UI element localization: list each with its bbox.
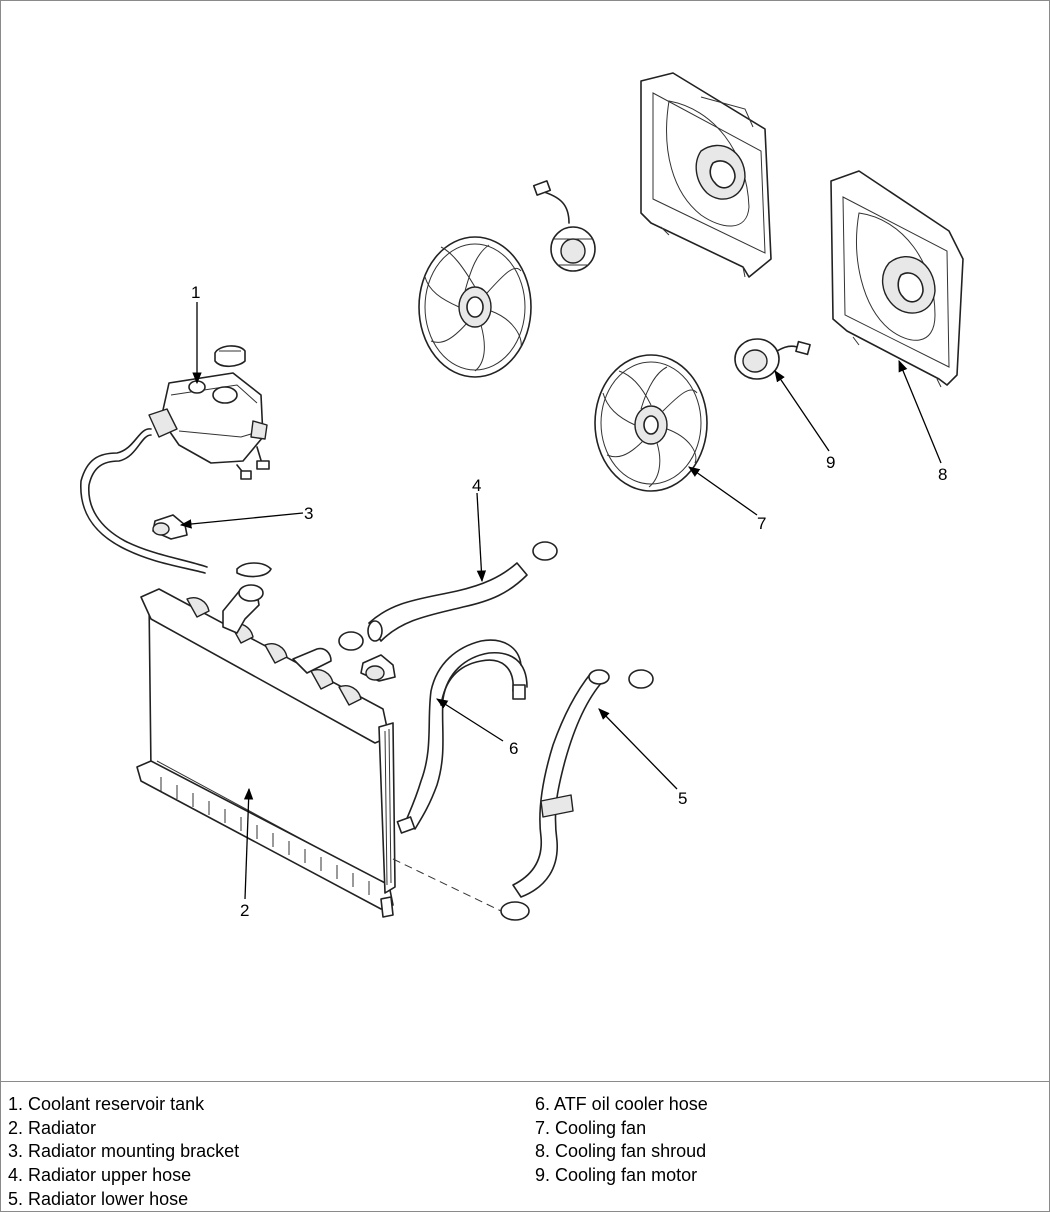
cooling-fan-upper <box>418 236 532 378</box>
fan-shroud-right <box>830 170 964 388</box>
radiator-lower-hose <box>512 669 610 898</box>
fan-shroud-upper <box>640 72 772 278</box>
atf-oil-cooler-hose <box>396 639 528 834</box>
callout-4: 4 <box>472 476 481 495</box>
callout-2: 2 <box>240 901 249 920</box>
callout-6: 6 <box>509 739 518 758</box>
legend-column-right: 6. ATF oil cooler hose 7. Cooling fan 8.… <box>535 1093 708 1188</box>
parts-legend: 1. Coolant reservoir tank 2. Radiator 3.… <box>0 1093 1050 1211</box>
legend-item: 3. Radiator mounting bracket <box>8 1141 240 1162</box>
mounting-bracket-lower <box>360 654 396 682</box>
radiator-upper-hose <box>367 562 528 642</box>
leader-lines <box>179 302 942 900</box>
fan-motor-9 <box>734 338 811 380</box>
callout-1: 1 <box>191 283 200 302</box>
legend-item: 6. ATF oil cooler hose <box>535 1094 708 1114</box>
mounting-bracket-upper <box>152 514 188 540</box>
alignment-line <box>392 858 502 912</box>
callout-9: 9 <box>826 453 835 472</box>
exploded-view-drawing: 1 2 3 4 5 6 7 8 9 <box>80 72 964 921</box>
legend-divider <box>1 1081 1049 1082</box>
legend-item: 4. Radiator upper hose <box>8 1165 192 1186</box>
coolant-reservoir-tank <box>80 345 270 574</box>
callout-7: 7 <box>757 514 766 533</box>
callout-3: 3 <box>304 504 313 523</box>
legend-item: 5. Radiator lower hose <box>8 1188 189 1209</box>
legend-item: 9. Cooling fan motor <box>535 1165 698 1186</box>
callout-8: 8 <box>938 465 947 484</box>
cooling-fan-7 <box>594 354 708 492</box>
legend-item: 7. Cooling fan <box>535 1117 647 1138</box>
legend-column-left: 1. Coolant reservoir tank 2. Radiator 3.… <box>8 1093 239 1212</box>
radiator <box>136 562 396 918</box>
fan-motor-upper <box>532 180 596 272</box>
legend-item: 1. Coolant reservoir tank <box>8 1094 205 1114</box>
legend-item: 2. Radiator <box>8 1117 97 1138</box>
callout-5: 5 <box>678 789 687 808</box>
legend-item: 8. Cooling fan shroud <box>535 1141 707 1162</box>
